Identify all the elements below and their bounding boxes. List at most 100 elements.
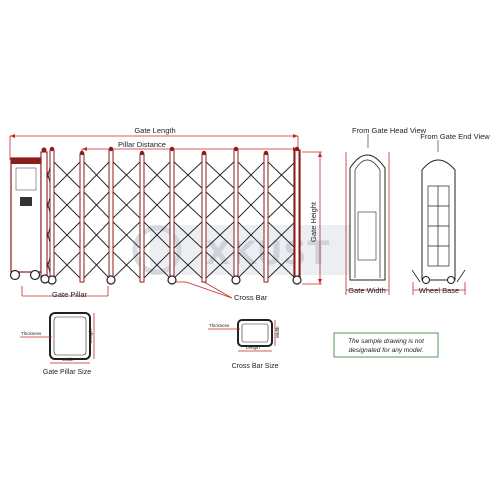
gate-end-view: From Gate End View Wheel Base [411,132,490,295]
scissor-bar [126,249,143,266]
scissor-bar [219,234,237,251]
pillar-width-label: Width [62,357,74,362]
scissor-bar [187,249,205,266]
scissor-bar [110,234,127,251]
crossbar-size-caption: Cross Bar Size [232,363,279,370]
wheel-icon [447,276,455,284]
pillar-thickness-label: Thickness [21,331,42,336]
scissor-bar [265,204,282,221]
scissor-bar [187,234,205,251]
arrow-left-icon [10,134,15,138]
scissor-bar [265,159,282,176]
gate-posts [47,146,302,285]
post-cap-icon [233,146,239,152]
gate-pillar-size-detail: Length Width Thickness Gate Pillar Size [20,312,95,376]
gate-post [79,153,85,283]
gate-height-dimension: Gate Height [302,151,322,285]
scissor-bar [171,234,189,251]
scissor-bar [171,189,189,206]
callout-line [185,281,233,299]
pillar-section-inner [53,316,87,356]
scissor-bar [203,219,221,236]
scissor-bar [171,159,189,176]
cross-bar-callout: Cross Bar [176,281,268,302]
scissor-bar [110,174,127,191]
wheel-icon [231,275,241,285]
gate-length-label: Gate Length [134,126,175,135]
head-view-inner [354,159,381,278]
scissor-bar [126,174,143,191]
scissor-bar [171,219,189,236]
cross-bar-size-detail: Width Length Thickness Cross Bar Size [208,319,280,370]
scissor-bar [187,159,205,176]
gate-front-view: Gate Height Gate Pillar Cross Bar [9,146,322,302]
post-cap-icon [139,150,145,156]
crossbar-thickness-label: Thickness [209,323,230,328]
arrow-right-icon [293,134,298,138]
gate-width-label: Gate Width [348,286,386,295]
gate-pillar-callout: Gate Pillar [21,286,109,299]
callout-line [203,281,233,299]
gate-pillar-head [9,147,50,284]
scissor-bar [219,159,237,176]
gate-post [294,149,300,283]
post-cap-icon [49,146,55,152]
scissor-bar [219,174,237,191]
end-view-label: From Gate End View [420,132,490,141]
note-line-2: designated for any model. [349,347,424,354]
scissor-bar [187,204,205,221]
crossbar-length-label: Length [246,345,260,350]
scissor-bar [187,264,205,281]
scissor-bar [265,234,282,251]
head-view-label: From Gate Head View [352,126,427,135]
scissor-bar [187,219,205,236]
pillar-cap [11,158,41,164]
scissor-bar [110,189,127,206]
gate-post [139,153,145,283]
pillar-size-caption: Gate Pillar Size [43,369,91,376]
scissor-bar [126,159,143,176]
wheel-icon [422,276,430,284]
crossbar-section-inner [241,323,269,343]
scissor-bar [203,234,221,251]
wheel-base-label: Wheel Base [419,286,459,295]
wheel-icon [40,274,50,284]
cross-bar-label: Cross Bar [234,293,268,302]
scissor-bar [126,264,143,281]
gate-post [108,149,114,283]
scissor-bar [203,249,221,266]
pillar-window [15,167,37,191]
gate-post [49,149,55,283]
scissor-bar [203,264,221,281]
arrow-up-icon [318,152,322,157]
scissor-bar [126,204,143,221]
gate-post [201,153,207,283]
gate-post [169,149,175,283]
scissor-bar [187,174,205,191]
scissor-bar [265,249,282,266]
end-view-foot [411,269,421,283]
head-view-door [357,211,377,261]
scissor-bar [171,204,189,221]
scissor-bar [110,204,127,221]
pillar-logo-icon [20,197,32,206]
scissor-bar [203,204,221,221]
scissor-bar [265,174,282,191]
gate-pillar-label: Gate Pillar [52,290,88,299]
scissor-bar [203,174,221,191]
scissor-bar [219,204,237,221]
wheel-icon [29,269,41,281]
gate-head-view: From Gate Head View Gate Width [345,126,427,295]
scissor-bar [110,249,127,266]
watermark-logo-icon [132,225,182,275]
scissor-bar [110,219,127,236]
scissor-bar [126,219,143,236]
scissor-bar [126,234,143,251]
wheel-icon [167,275,177,285]
post-cap-icon [169,146,175,152]
pillar-length-label: Length [88,329,93,343]
pillar-distance-label: Pillar Distance [118,140,166,149]
scissor-bar [171,174,189,191]
